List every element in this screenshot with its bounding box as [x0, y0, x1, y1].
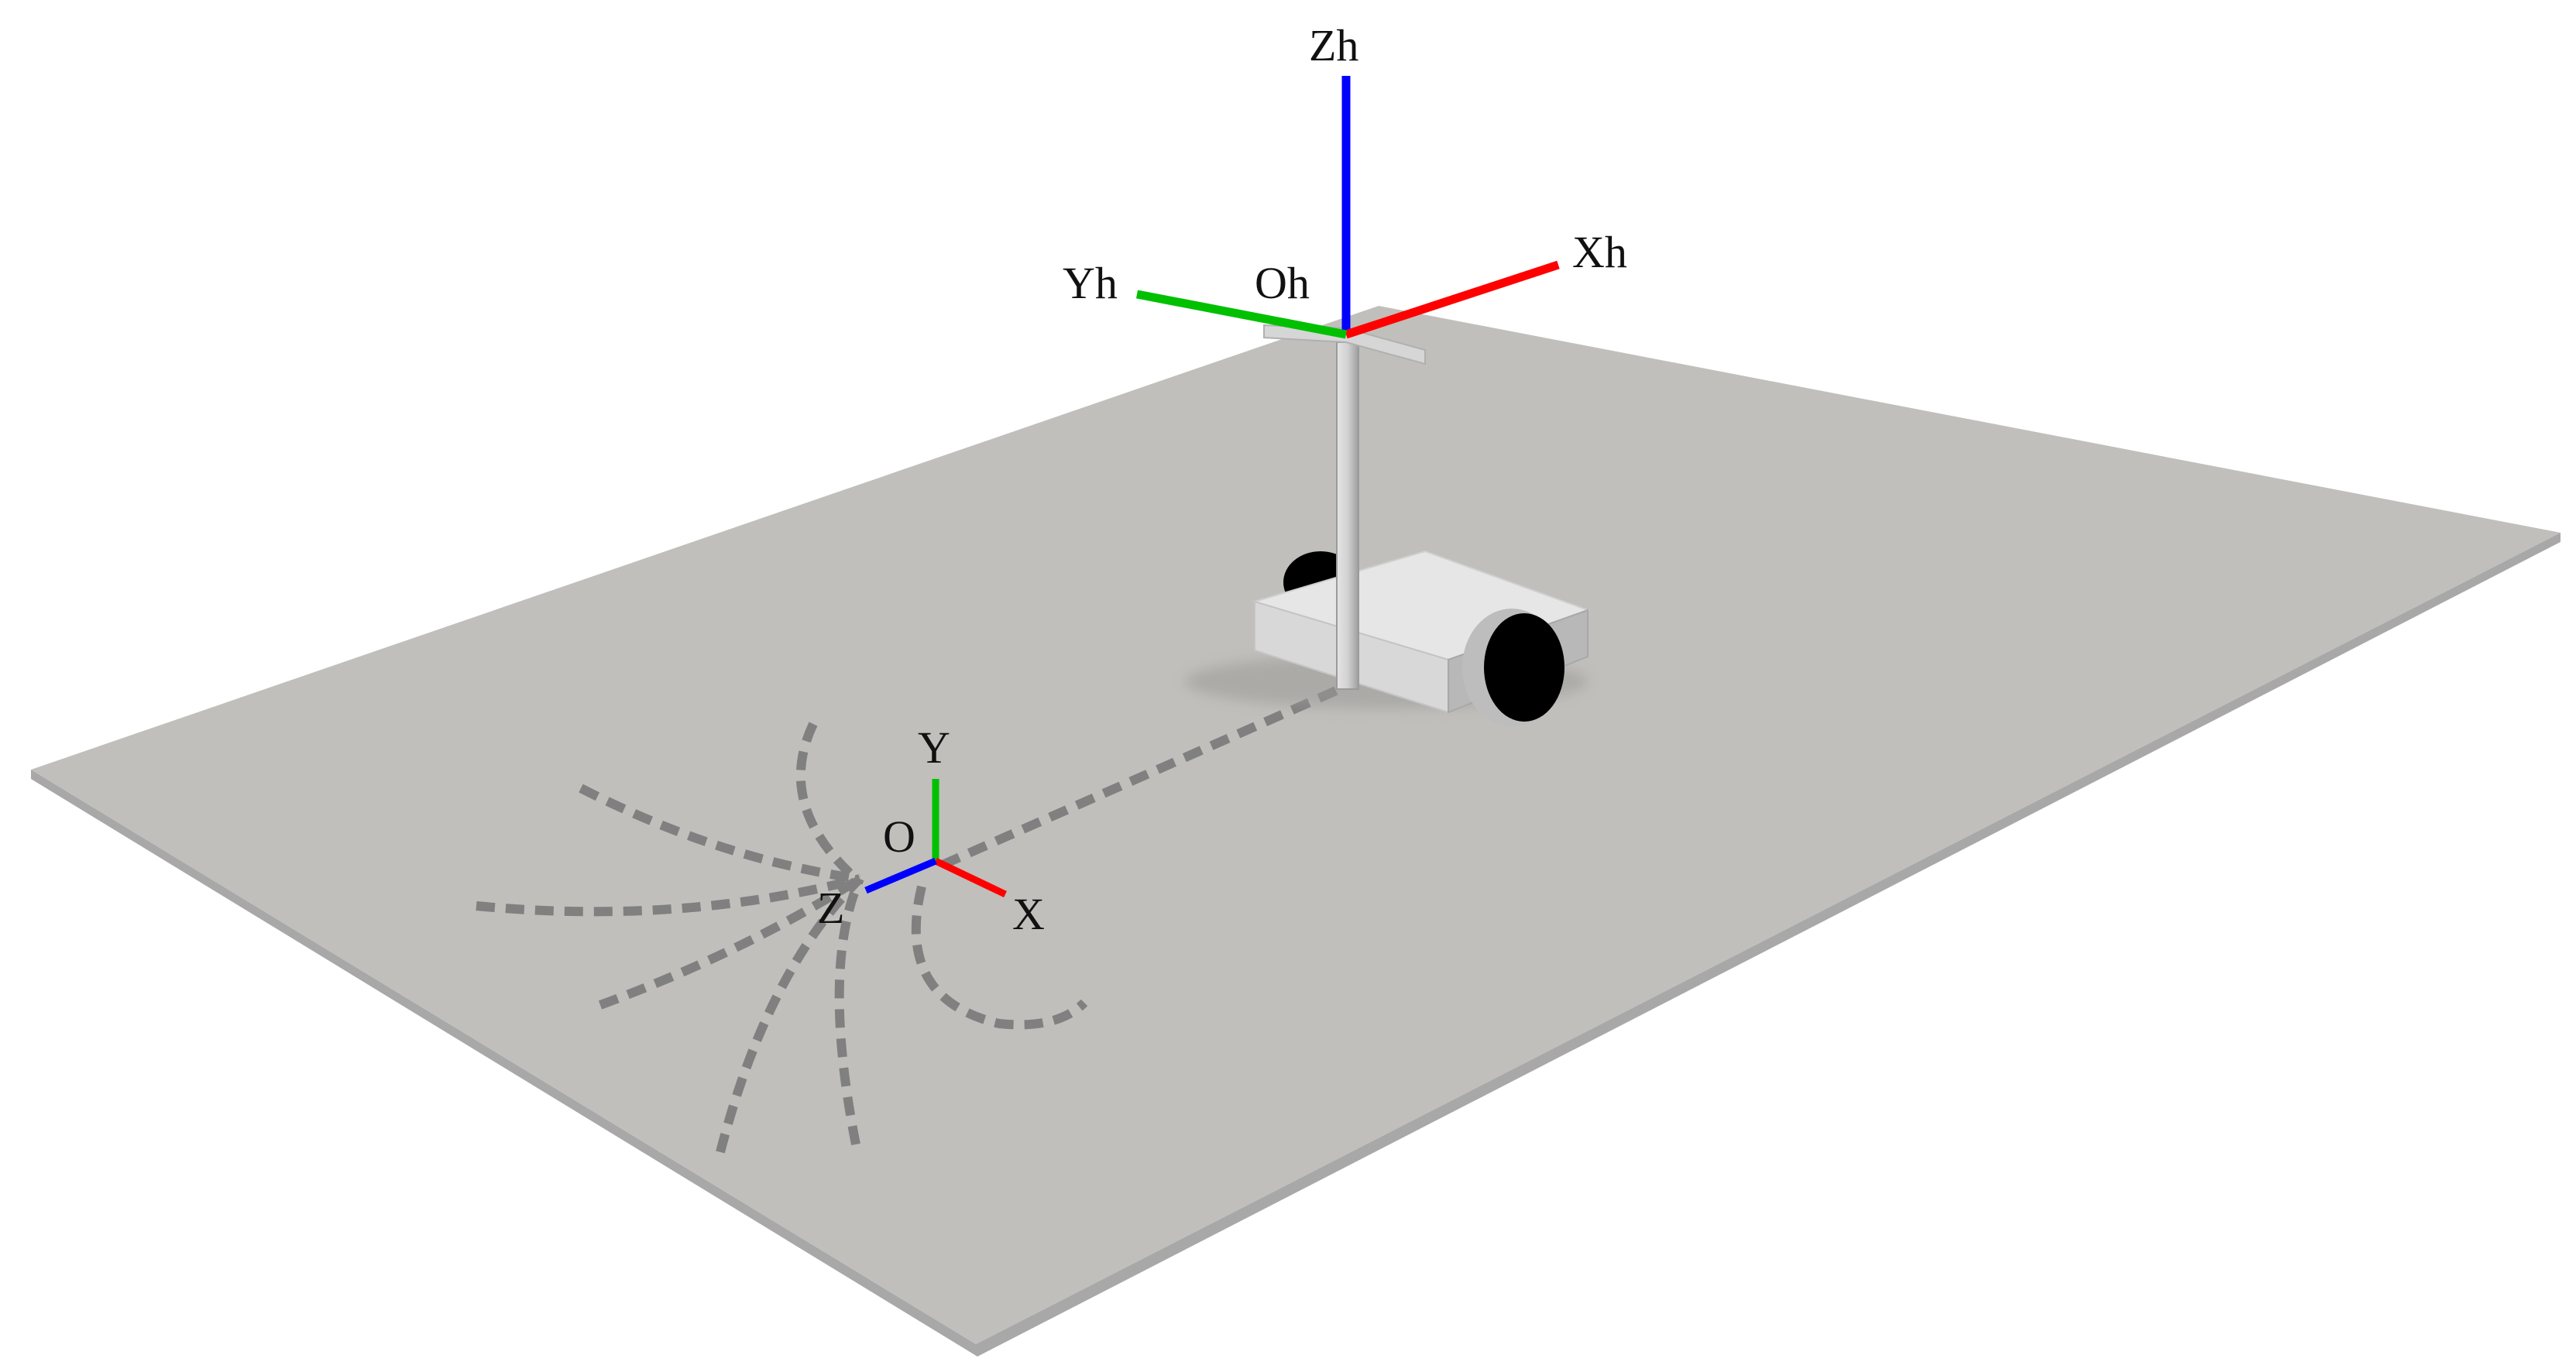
- trajectory-path: [716, 875, 864, 1154]
- world-origin-label: O: [883, 811, 915, 862]
- world-x-axis: [934, 857, 1007, 898]
- world-x-label: X: [1012, 889, 1045, 939]
- floor-plane: [31, 306, 2561, 1357]
- head-y-label: Yh: [1063, 258, 1118, 308]
- robot-pole: [1336, 341, 1359, 690]
- head-z-label: Zh: [1309, 20, 1358, 70]
- head-origin-label: Oh: [1255, 258, 1310, 308]
- head-x-label: Xh: [1572, 227, 1627, 277]
- world-z-axis: [864, 857, 937, 894]
- head-x-axis: [1345, 260, 1560, 339]
- trajectory-path: [911, 885, 1088, 1030]
- trajectory-path: [476, 874, 861, 917]
- head-y-axis: [1135, 290, 1348, 339]
- world-frame: [864, 779, 1007, 898]
- robot-front-wheel: [1484, 613, 1564, 722]
- world-z-label: Z: [817, 883, 844, 933]
- floor-top: [31, 306, 2561, 1344]
- robot: [1185, 324, 1590, 726]
- world-y-label: Y: [918, 722, 950, 773]
- floor-edge: [31, 533, 2561, 1357]
- trajectory-path: [795, 722, 860, 883]
- trajectory-path: [834, 876, 864, 1146]
- trajectory-group: [476, 686, 1338, 1154]
- trajectory-path: [579, 784, 860, 883]
- trajectory-path: [598, 874, 863, 1010]
- head-frame: [1135, 76, 1560, 339]
- trajectory-path: [935, 686, 1338, 872]
